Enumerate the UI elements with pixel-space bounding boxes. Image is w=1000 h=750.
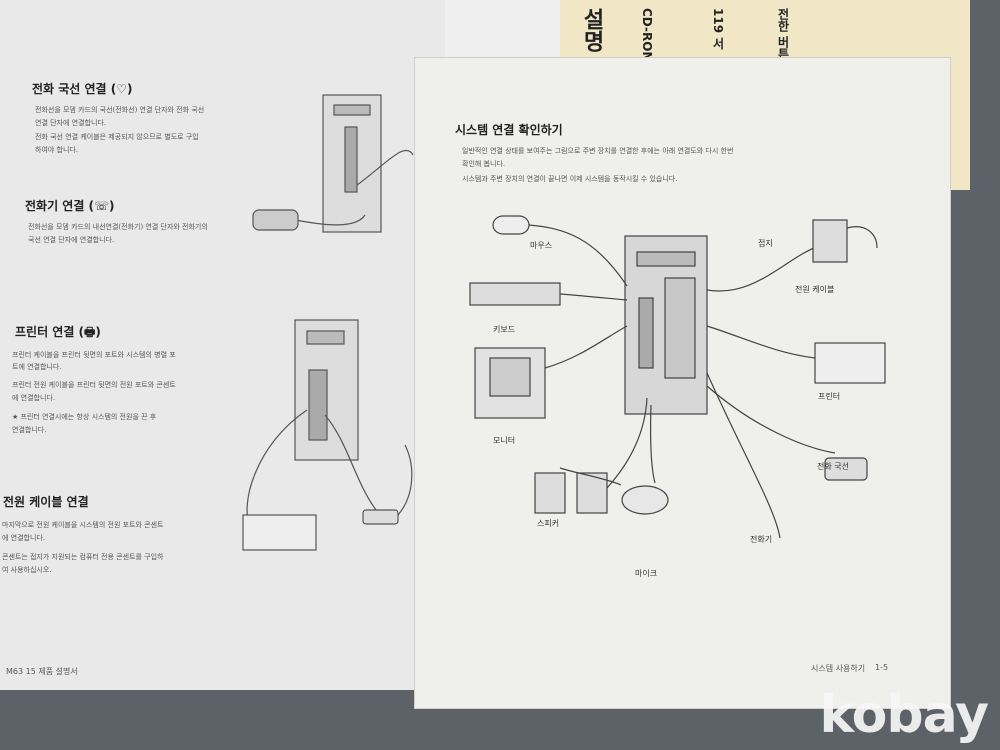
left-text-3: 전화 국선 연결 케이블은 제공되지 않으므로 별도로 구입: [35, 133, 199, 141]
right-title: 시스템 연결 확인하기: [455, 123, 563, 137]
left-footer: M63 15 제품 설명서: [6, 667, 78, 676]
left-text-9: 프린터 전원 케이블을 프린터 뒷면의 전원 포트와 콘센트: [12, 381, 176, 389]
right-page-number: 1-5: [875, 663, 889, 672]
label-printer: 프린터: [818, 392, 841, 401]
right-footer: 시스템 사용하기: [811, 664, 866, 673]
left-page: 전화 국선 연결 (♡) 전화선을 모뎀 카드의 국선(전화선) 연결 단자와 …: [0, 0, 445, 690]
left-text-7: 프린터 케이블을 프린터 뒷면의 포트와 시스템의 병렬 포: [12, 351, 176, 359]
label-keyboard: 키보드: [493, 325, 516, 334]
left-text-16: 여 사용하십시오.: [2, 566, 52, 574]
watermark: kobay: [819, 685, 989, 745]
label-phone: 전화기: [750, 535, 773, 544]
label-mic: 마이크: [635, 569, 658, 578]
insert-title-2: CD-ROM: [640, 8, 654, 64]
left-text-15: 콘센트는 접지가 지원되는 컴퓨터 전용 콘센트를 구입하: [2, 553, 164, 561]
left-heading-1: 전화 국선 연결 (♡): [32, 82, 133, 96]
left-heading-2: 전화기 연결 (☏): [25, 199, 115, 213]
insert-title-3: 119 서: [711, 8, 725, 50]
left-illustration: [242, 94, 414, 551]
left-text-2: 연결 단자에 연결합니다.: [35, 119, 107, 127]
label-speaker: 스피커: [537, 519, 560, 528]
left-text-11: ★ 프린터 연결시에는 항상 시스템의 전원을 끈 후: [12, 413, 157, 421]
left-text-1: 전화선을 모뎀 카드의 국선(전화선) 연결 단자와 전화 국선: [35, 106, 205, 114]
left-text-5: 전화선을 모뎀 카드의 내선연결(전화기) 연결 단자와 전화기의: [28, 223, 208, 231]
label-monitor: 모니터: [493, 436, 516, 445]
insert-title-1: 설명: [579, 8, 604, 52]
left-text-12: 연결합니다.: [12, 426, 47, 434]
left-text-6: 국선 연결 단자에 연결합니다.: [28, 236, 115, 244]
insert-title-4: 전한 버튼: [776, 8, 790, 61]
right-text-1: 일반적인 연결 상태를 보여주는 그림으로 주변 장치를 연결한 후에는 아래 …: [462, 147, 734, 155]
label-power: 전원 케이블: [795, 285, 835, 294]
left-text-8: 트에 연결합니다.: [12, 363, 62, 371]
left-text-4: 하여야 합니다.: [35, 146, 79, 154]
right-text-2: 확인해 봅니다.: [462, 160, 506, 168]
left-heading-4: 전원 케이블 연결: [3, 495, 89, 509]
left-text-10: 에 연결합니다.: [12, 394, 56, 402]
right-text-3: 시스템과 주변 장치의 연결이 끝나면 이제 시스템을 동작시킬 수 있습니다.: [462, 175, 678, 183]
label-ground: 접지: [758, 239, 773, 248]
label-mouse: 마우스: [530, 241, 553, 250]
left-text-13: 마지막으로 전원 케이블을 시스템의 전원 포트와 콘센트: [2, 521, 164, 529]
system-diagram: [469, 215, 886, 539]
right-page: 시스템 연결 확인하기 일반적인 연결 상태를 보여주는 그림으로 주변 장치를…: [415, 58, 950, 708]
left-heading-3: 프린터 연결 (🖶): [15, 325, 101, 339]
left-text-14: 에 연결합니다.: [2, 534, 46, 542]
label-line: 전화 국선: [817, 462, 849, 471]
